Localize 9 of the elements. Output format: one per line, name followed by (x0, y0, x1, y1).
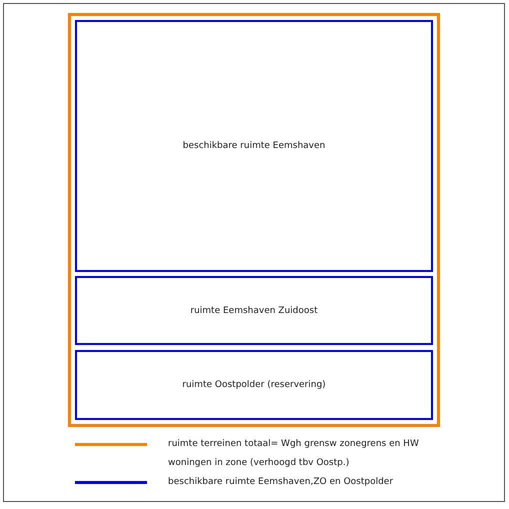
area-label: ruimte Oostpolder (reservering) (182, 380, 326, 390)
area-label: ruimte Eemshaven Zuidoost (190, 306, 318, 316)
outer-boundary-box (68, 13, 440, 427)
area-box (75, 20, 433, 272)
legend-text: beschikbare ruimte Eemshaven,ZO en Oostpolder (168, 476, 394, 489)
area-label: beschikbare ruimte Eemshaven (182, 141, 326, 151)
area-box (75, 350, 433, 420)
legend-text: ruimte terreinen totaal= Wgh grensw zonegrens en HW woningen in zone (verhoogd tbv Oostp.) (168, 438, 420, 470)
area-box (75, 276, 433, 345)
